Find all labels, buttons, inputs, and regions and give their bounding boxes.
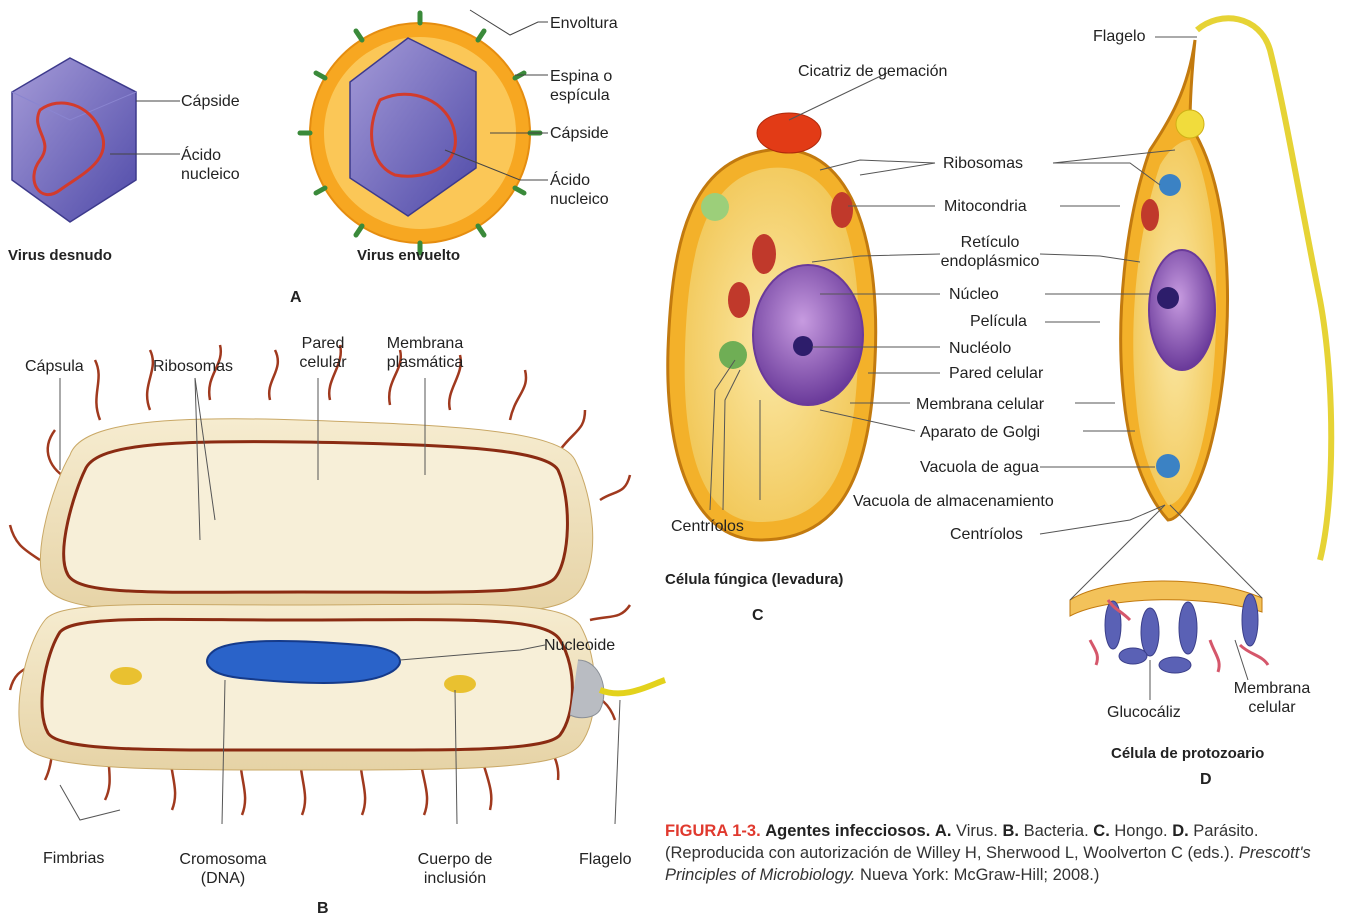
caption-a-text: Virus. — [956, 822, 998, 840]
label-nucleoid: Nucleoide — [544, 636, 615, 655]
caption-a: A. — [935, 822, 952, 840]
letter-b: B — [317, 900, 329, 918]
label-er: Retículo endoplásmico — [935, 233, 1045, 271]
bacteria — [10, 345, 665, 824]
label-cell-membrane-d: Membrana celular — [1222, 679, 1322, 717]
label-centrioles-c: Centríolos — [671, 517, 744, 536]
label-fimbriae: Fimbrias — [43, 849, 104, 868]
label-ribosomes-b: Ribosomas — [153, 357, 233, 376]
figure-caption: FIGURA 1-3. Agentes infecciosos. A. Viru… — [665, 820, 1349, 886]
label-mitochondria: Mitocondria — [944, 197, 1027, 216]
label-pellicle: Película — [970, 312, 1027, 331]
yeast-cell — [668, 73, 940, 540]
label-capsule: Cápsula — [25, 357, 84, 376]
label-nucleolus: Nucléolo — [949, 339, 1011, 358]
enveloped-virus — [300, 10, 548, 253]
letter-c: C — [752, 607, 764, 625]
label-golgi: Aparato de Golgi — [920, 423, 1040, 442]
label-centrioles-d: Centríolos — [950, 525, 1023, 544]
label-cell-wall-b: Pared celular — [288, 334, 358, 372]
label-chromosome: Cromosoma (DNA) — [168, 850, 278, 888]
label-capsid-env: Cápside — [550, 124, 609, 143]
label-capsid-naked: Cápside — [181, 92, 240, 111]
label-ribosomes-c: Ribosomas — [943, 154, 1023, 173]
caption-b-text: Bacteria. — [1024, 822, 1089, 840]
caption-publisher: Nueva York: McGraw-Hill; 2008.) — [860, 866, 1099, 884]
title-enveloped-virus: Virus envuelto — [357, 247, 460, 264]
label-glycocalyx: Glucocáliz — [1107, 703, 1181, 722]
caption-c: C. — [1093, 822, 1110, 840]
protozoan-cell — [1040, 18, 1331, 700]
label-nucleic-acid-naked: Ácido nucleico — [181, 146, 261, 184]
label-spike: Espina o espícula — [550, 67, 650, 105]
label-inclusion-body: Cuerpo de inclusión — [400, 850, 510, 888]
label-envelope: Envoltura — [550, 14, 618, 33]
label-bud-scar: Cicatriz de gemación — [798, 62, 947, 81]
caption-b: B. — [1002, 822, 1019, 840]
title-yeast: Célula fúngica (levadura) — [665, 571, 843, 588]
caption-d: D. — [1172, 822, 1189, 840]
letter-d: D — [1200, 771, 1212, 789]
label-cell-wall-c: Pared celular — [949, 364, 1043, 383]
label-flagellum-b: Flagelo — [579, 850, 631, 869]
caption-figure-number: FIGURA 1-3. — [665, 822, 761, 840]
label-nucleus: Núcleo — [949, 285, 999, 304]
title-protozoan: Célula de protozoario — [1111, 745, 1264, 762]
label-plasma-membrane: Membrana plasmática — [370, 334, 480, 372]
label-water-vacuole: Vacuola de agua — [920, 458, 1039, 477]
naked-virus — [12, 58, 180, 222]
caption-title: Agentes infecciosos. — [765, 822, 930, 840]
caption-c-text: Hongo. — [1114, 822, 1167, 840]
label-cell-membrane-c: Membrana celular — [916, 395, 1044, 414]
label-flagellum-d: Flagelo — [1093, 27, 1145, 46]
label-nucleic-acid-env: Ácido nucleico — [550, 171, 630, 209]
title-naked-virus: Virus desnudo — [8, 247, 112, 264]
letter-a: A — [290, 289, 302, 307]
label-storage-vacuole: Vacuola de almacenamiento — [853, 492, 1054, 511]
